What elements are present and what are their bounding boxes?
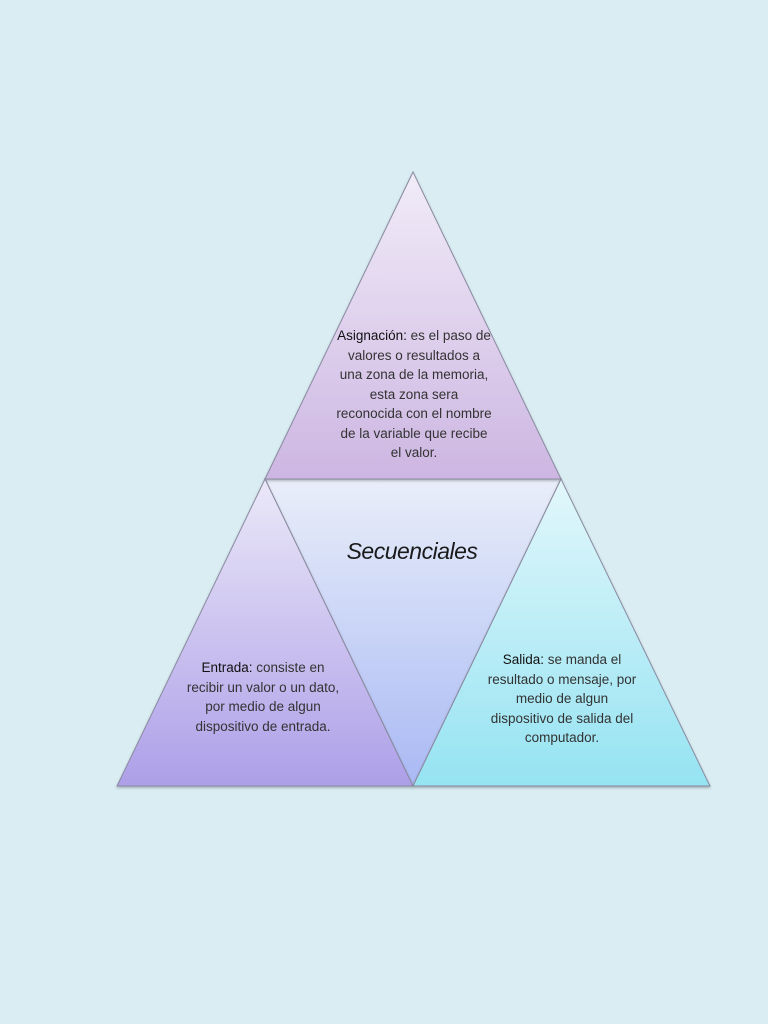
asignacion-heading: Asignación: <box>337 328 407 343</box>
asignacion-body: es el paso de valores o resultados a una… <box>336 328 492 460</box>
top-triangle <box>264 170 562 480</box>
center-title: Secuenciales <box>346 538 478 564</box>
salida-text: Salida: se manda el resultado o mensaje,… <box>483 650 641 748</box>
salida-body: se manda el resultado o mensaje, por med… <box>487 652 637 745</box>
right-triangle <box>412 477 711 787</box>
entrada-heading: Entrada: <box>201 660 253 675</box>
left-triangle <box>116 477 414 787</box>
salida-heading: Salida: <box>502 652 544 667</box>
entrada-text: Entrada: consiste en recibir un valor o … <box>186 658 340 736</box>
asignacion-text: Asignación: es el paso de valores o resu… <box>336 326 492 463</box>
entrada-body: consiste en recibir un valor o un dato, … <box>186 660 340 734</box>
